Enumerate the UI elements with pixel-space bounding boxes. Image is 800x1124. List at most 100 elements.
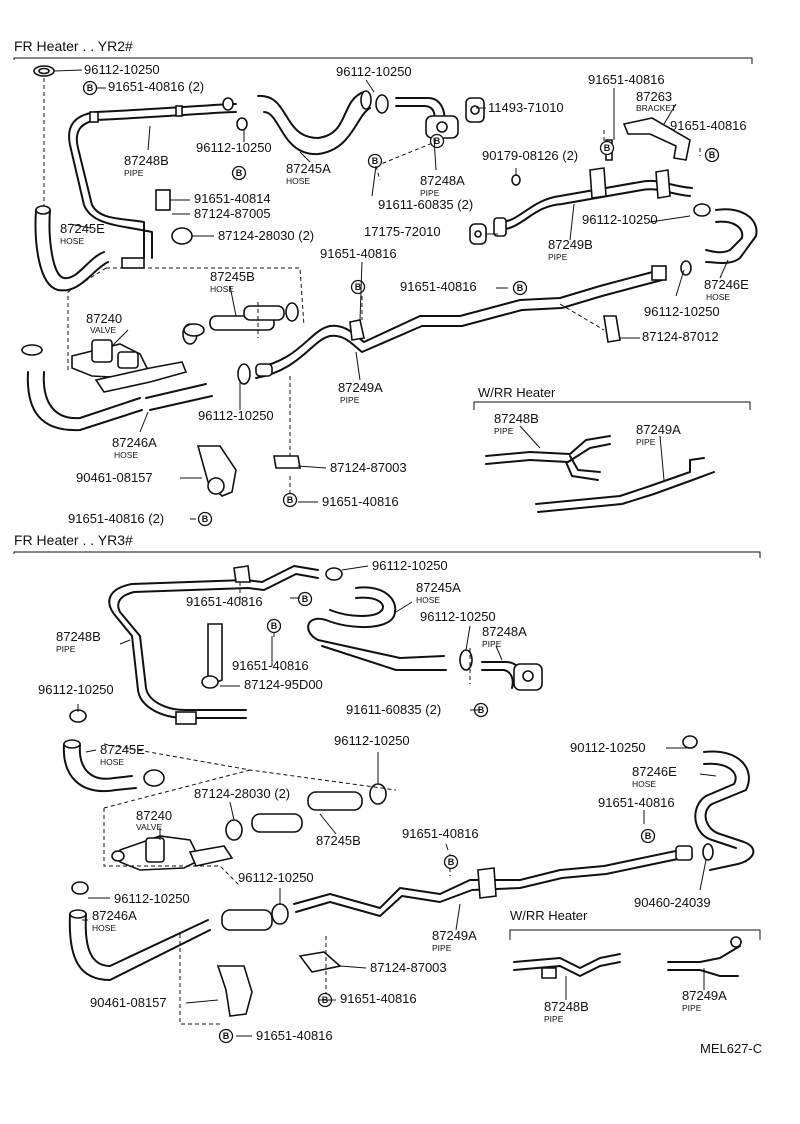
part-label: 87124-87003 [330,460,407,475]
bolt-marker-b-icon [231,165,247,181]
part-label: 87124-87005 [194,206,271,221]
hose-clamp-icon [225,819,243,841]
pipe-87249a [255,269,661,369]
rr-pipe-87248b [513,953,621,969]
pipe-87249a [293,847,691,909]
part-type-label: PIPE [340,395,360,405]
part-label: 87248B [494,411,539,426]
part-label: 17175-72010 [364,224,441,239]
part-label: 87245A [286,161,331,176]
part-label: 91651-40816 [670,118,747,133]
part-type-label: HOSE [286,176,310,186]
bolt-marker-label: B [302,594,309,604]
part-label: 91611-60835 (2) [346,702,441,717]
part-label: 87245B [210,269,255,284]
part-label: 96112-10250 [114,891,190,906]
pipe-87249b [499,179,693,223]
part-label: 87124-95D00 [244,677,323,692]
part-label: 87124-28030 (2) [194,786,290,801]
yr3-part-labels: 96112-10250 91651-40816 87245A HOSE 8724… [38,558,727,1043]
part-label: 96112-10250 [372,558,448,573]
part-label: 91651-40816 [256,1028,333,1043]
part-label: 96112-10250 [84,62,160,77]
part-label: 87249A [682,988,727,1003]
bolt-marker-b-icon [297,591,313,607]
hose-clamp-icon [459,649,473,671]
bolt-marker-b-icon [218,1028,234,1044]
clamp-87124-28030 [143,769,165,787]
section-frame-rr-heater-1 [473,401,751,410]
pipe-87248b [95,103,237,113]
section-frame-rr-heater-2 [509,929,761,940]
part-label: 96112-10250 [334,733,410,748]
bolt-marker-label: B [709,150,716,160]
yr2-part-labels: 96112-10250 91651-40816 (2) 96112-10250 … [60,62,749,526]
part-label: 87124-87012 [642,329,719,344]
hose-87245e [34,209,109,292]
hose-87245a [257,91,365,139]
part-type-label: HOSE [60,236,84,246]
hose-87246a [68,913,211,981]
bracket-87263 [622,117,691,161]
part-label: 87245B [316,833,361,848]
part-label: 87249A [636,422,681,437]
hose-clamp-icon [222,97,234,111]
bolt-marker-b-icon [443,854,459,870]
part-label: 87246A [112,435,157,450]
part-type-label: HOSE [100,757,124,767]
part-type-label: VALVE [136,822,162,832]
part-type-label: BRACKET [636,103,676,113]
bolt-marker-b-icon [367,153,383,169]
bolt-marker-label: B [87,83,94,93]
bolt-marker-b-icon [512,280,528,296]
clamp-87124-87012 [603,315,621,343]
bolt-marker-label: B [236,168,243,178]
section-frame-yr3 [13,551,761,558]
part-type-label: HOSE [92,923,116,933]
clamp-87124-87003 [298,951,342,973]
bolt-marker-label: B [434,136,441,146]
part-label: 87248A [420,173,465,188]
hose-87245e [62,743,137,793]
pipe-87248b [108,565,319,719]
part-label: 87124-28030 (2) [218,228,314,243]
leader-lines [53,69,729,1037]
part-label: 87124-87003 [370,960,447,975]
section-title-yr3: FR Heater . . YR3# [14,532,133,548]
part-label: 87240 [136,808,172,823]
rr-pipe-87249a [667,945,741,963]
bracket-87124-95d00 [207,623,223,688]
section-title-rr-heater-2: W/RR Heater [510,908,588,923]
part-label: 96112-10250 [38,682,114,697]
part-type-label: PIPE [56,644,76,654]
part-type-label: HOSE [210,284,234,294]
part-type-label: PIPE [548,252,568,262]
part-label: 91651-40816 [320,246,397,261]
part-label: 96112-10250 [420,609,496,624]
hose-87246a [26,371,143,432]
bolt-marker-b-icon [197,511,213,527]
hose-clamp-icon [33,65,55,77]
part-label: 96112-10250 [196,140,272,155]
hose-clamp-icon [680,260,692,276]
hose-clamp-icon [693,203,711,217]
part-type-label: VALVE [90,325,116,335]
part-label: 87246E [632,764,677,779]
part-label: 91651-40816 [400,279,477,294]
bolt-marker-label: B [478,705,485,715]
hose-clamp-icon [236,117,248,131]
hose-clamp-icon [702,843,714,861]
clamp-87124-87005 [155,189,171,211]
part-label: 91651-40816 [598,795,675,810]
bolt-marker-label: B [287,495,294,505]
bolt-marker-label: B [202,514,209,524]
rr-pipe-87249a [535,457,705,505]
part-label: 91651-40816 [402,826,479,841]
part-label: 87246E [704,277,749,292]
hose-clamp-icon [375,94,389,114]
part-label: 87240 [86,311,122,326]
hose-clamp-icon [285,302,299,322]
clamp-87124-28030 [171,227,193,245]
